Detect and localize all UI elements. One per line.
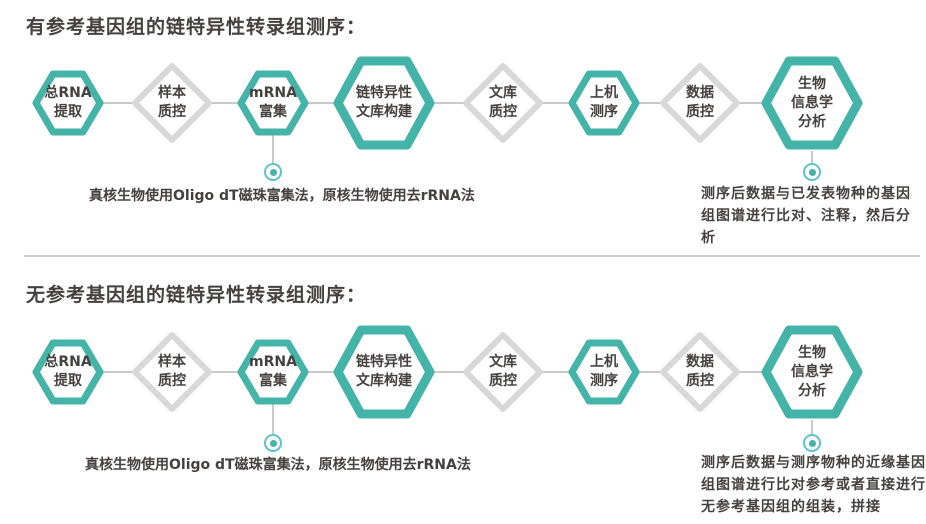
step-label: 样本 质控	[158, 354, 186, 389]
hexagon-icon	[237, 339, 309, 405]
flow1-mrna-callout-dot	[264, 163, 282, 181]
diamond-icon	[132, 332, 212, 412]
step-label: 总RNA 提取	[44, 85, 92, 120]
flow1-step-sequencing: 上机 测序	[568, 67, 640, 139]
hexagon-icon	[568, 339, 640, 405]
flow1-step-mrna-enrichment: mRNA 富集	[237, 67, 309, 139]
hexagon-icon	[32, 70, 104, 136]
flow1-step-total-rna: 总RNA 提取	[32, 67, 104, 139]
step-label: 样本 质控	[158, 85, 186, 120]
step-label: 链特异性 文库构建	[356, 85, 412, 120]
step-label: 链特异性 文库构建	[356, 354, 412, 389]
hexagon-icon	[761, 325, 863, 419]
flow2-connector-line	[68, 371, 812, 373]
step-label: 数据 质控	[686, 85, 714, 120]
hexagon-icon	[333, 56, 435, 150]
flow1-connector-line	[68, 102, 812, 104]
flow1-bioinfo-callout-line	[811, 151, 813, 163]
section2-title: 无参考基因组的链特异性转录组测序：	[26, 284, 367, 306]
flow2-step-mrna-enrichment: mRNA 富集	[237, 336, 309, 408]
flow1-step-data-qc: 数据 质控	[658, 61, 742, 145]
hexagon-icon	[761, 56, 863, 150]
diamond-icon	[660, 332, 740, 412]
diamond-icon	[660, 63, 740, 143]
hexagon-icon	[333, 325, 435, 419]
step-label: 文库 质控	[489, 354, 517, 389]
hexagon-icon	[568, 70, 640, 136]
step-label: 生物 信息学 分析	[791, 75, 833, 130]
flow1-annotation-bioinfo: 测序后数据与已发表物种的基因 组图谱进行比对、注释，然后分析	[701, 186, 911, 246]
flow2-mrna-callout-dot	[264, 434, 282, 452]
diamond-icon	[463, 332, 543, 412]
flow2-step-sample-qc: 样本 质控	[130, 330, 214, 414]
diamond-icon	[463, 63, 543, 143]
flow2-bioinfo-callout-dot	[803, 434, 821, 452]
step-label: mRNA 富集	[249, 85, 297, 120]
section1-title: 有参考基因组的链特异性转录组测序：	[26, 16, 367, 38]
flow1-step-library-construction: 链特异性 文库构建	[333, 52, 435, 154]
flow2-step-total-rna: 总RNA 提取	[32, 336, 104, 408]
flow2-annotation-mrna: 真核生物使用Oligo dT磁珠富集法，原核生物使用去rRNA法	[85, 457, 471, 473]
hexagon-icon	[32, 339, 104, 405]
step-label: 上机 测序	[590, 85, 618, 120]
flow2-step-library-qc: 文库 质控	[461, 330, 545, 414]
flow2-step-bioinformatics: 生物 信息学 分析	[761, 321, 863, 423]
flow2-step-data-qc: 数据 质控	[658, 330, 742, 414]
flow1-step-bioinformatics: 生物 信息学 分析	[761, 52, 863, 154]
step-label: 总RNA 提取	[44, 354, 92, 389]
step-label: 上机 测序	[590, 354, 618, 389]
flow1-step-sample-qc: 样本 质控	[130, 61, 214, 145]
flow2-mrna-callout-line	[272, 404, 274, 434]
step-label: 数据 质控	[686, 354, 714, 389]
diamond-icon	[132, 63, 212, 143]
step-label: 生物 信息学 分析	[791, 344, 833, 399]
step-label: 文库 质控	[489, 85, 517, 120]
flow2-step-sequencing: 上机 测序	[568, 336, 640, 408]
step-label: mRNA 富集	[249, 354, 297, 389]
flow1-annotation-mrna: 真核生物使用Oligo dT磁珠富集法，原核生物使用去rRNA法	[89, 188, 475, 204]
flow1-mrna-callout-line	[272, 135, 274, 163]
flow2-step-library-construction: 链特异性 文库构建	[333, 321, 435, 423]
section-divider	[24, 255, 920, 257]
flow1-step-library-qc: 文库 质控	[461, 61, 545, 145]
hexagon-icon	[237, 70, 309, 136]
flow1-bioinfo-callout-dot	[803, 163, 821, 181]
flow2-bioinfo-callout-line	[811, 420, 813, 434]
flow2-annotation-bioinfo: 测序后数据与测序物种的近缘基因 组图谱进行比对参考或者直接进行 无参考基因组的组…	[701, 455, 926, 515]
